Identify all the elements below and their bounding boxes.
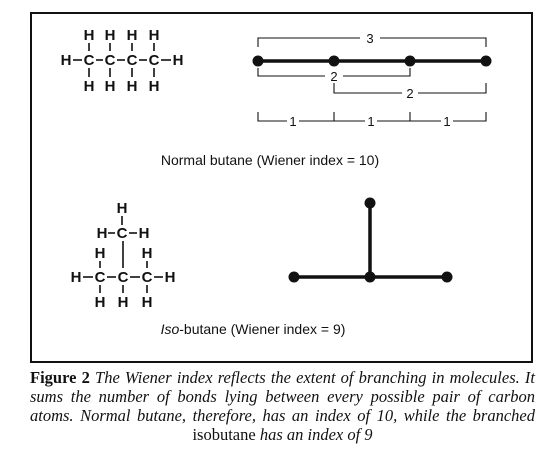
atom-h: H xyxy=(139,225,150,242)
atom-h: H xyxy=(118,294,129,311)
isobutane-formula: H H C H H H H C C C H H H H xyxy=(71,200,176,311)
isobutane-label: Iso-butane (Wiener index = 9) xyxy=(161,321,346,337)
atom-h: H xyxy=(71,269,82,286)
atom-h: H xyxy=(117,200,128,217)
atom-h: H xyxy=(97,225,108,242)
graph-node xyxy=(404,55,416,67)
figure-caption: Figure 2 The Wiener index reflects the e… xyxy=(30,368,535,444)
graph-node xyxy=(441,271,453,283)
bracket-distance-1 xyxy=(409,112,487,122)
distance-label: 2 xyxy=(406,86,413,101)
atom-c: C xyxy=(95,269,106,286)
atom-h: H xyxy=(84,78,95,95)
atom-h: H xyxy=(95,294,106,311)
atom-h: H xyxy=(95,245,106,262)
bracket-distance-2-left xyxy=(257,68,411,77)
atom-h: H xyxy=(127,78,138,95)
normal-butane-formula: H H H H H C C C C H H H H H xyxy=(61,27,184,95)
normal-butane-label: Normal butane (Wiener index = 10) xyxy=(161,152,379,168)
bracket-distance-1 xyxy=(257,112,334,122)
distance-label: 1 xyxy=(367,114,374,129)
isobutane-bonds xyxy=(83,216,163,293)
caption-text-end: has an index of 9 xyxy=(255,425,373,444)
figure-panel xyxy=(30,12,533,363)
isobutane-label-prefix: Iso xyxy=(161,321,180,337)
bracket-distance-3 xyxy=(257,37,487,47)
normal-butane-graph xyxy=(252,55,492,67)
atom-h: H xyxy=(84,27,95,44)
atom-c: C xyxy=(117,225,128,242)
graph-node xyxy=(252,55,264,67)
atom-h: H xyxy=(105,78,116,95)
isobutane-graph xyxy=(288,197,453,283)
atom-h: H xyxy=(127,27,138,44)
figure-number: Figure 2 xyxy=(30,368,90,387)
distance-label: 2 xyxy=(330,69,337,84)
graph-node xyxy=(480,55,492,67)
bracket-distance-2-right xyxy=(333,83,487,94)
atom-h: H xyxy=(173,52,184,69)
distance-label: 3 xyxy=(366,31,373,46)
atom-h: H xyxy=(149,78,160,95)
atom-c: C xyxy=(127,52,138,69)
normal-butane-bonds xyxy=(73,43,171,77)
atom-c: C xyxy=(149,52,160,69)
atom-h: H xyxy=(142,245,153,262)
atom-h: H xyxy=(165,269,176,286)
atom-h: H xyxy=(142,294,153,311)
graph-node xyxy=(364,271,376,283)
atom-h: H xyxy=(61,52,72,69)
graph-node xyxy=(364,197,376,209)
distance-label: 1 xyxy=(443,114,450,129)
atom-h: H xyxy=(105,27,116,44)
caption-text: The Wiener index reflects the extent of … xyxy=(30,368,535,425)
caption-isobutane: isobutane xyxy=(192,425,256,444)
distance-label: 1 xyxy=(289,114,296,129)
graph-node xyxy=(328,55,340,67)
atom-c: C xyxy=(84,52,95,69)
atom-c: C xyxy=(105,52,116,69)
atom-c: C xyxy=(118,269,129,286)
atom-c: C xyxy=(142,269,153,286)
bracket-distance-1 xyxy=(333,112,410,122)
distance-labels: 3 2 2 1 1 1 xyxy=(289,31,450,129)
atom-h: H xyxy=(149,27,160,44)
isobutane-label-rest: -butane (Wiener index = 9) xyxy=(179,321,345,337)
distance-brackets xyxy=(257,37,487,122)
graph-node xyxy=(288,271,300,283)
